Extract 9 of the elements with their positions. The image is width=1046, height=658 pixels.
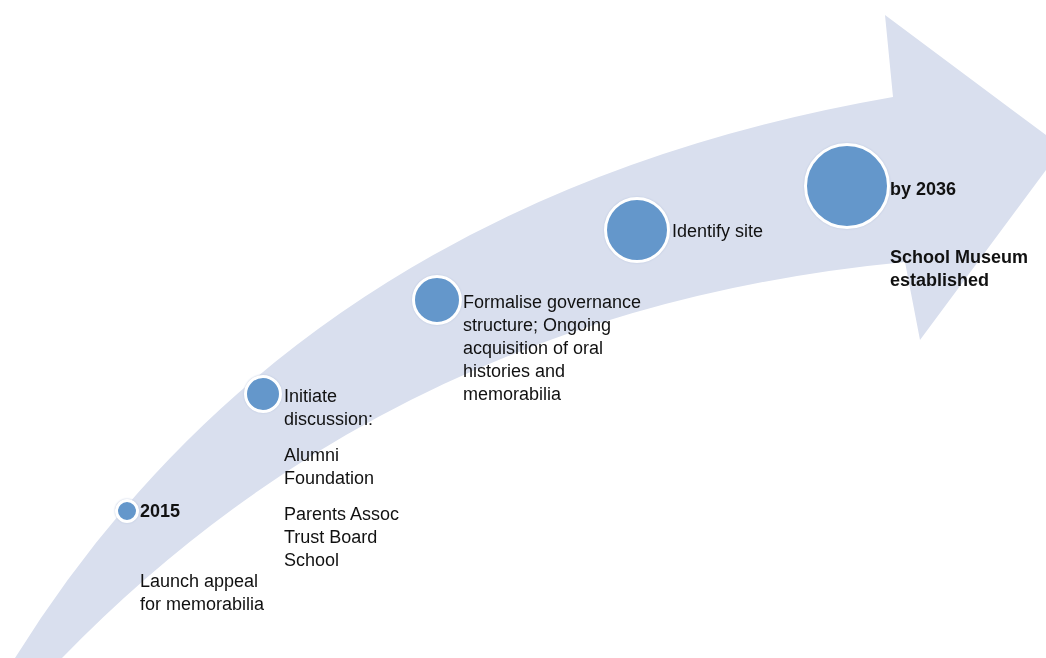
milestone-description: Parents Assoc Trust Board School [284, 503, 401, 572]
milestone-description: Launch appeal for memorabilia [140, 570, 266, 616]
milestone-label: Identify site [672, 220, 765, 243]
milestone-description: School Museum established [890, 246, 1029, 292]
milestone-description: Alumni Foundation [284, 444, 376, 490]
milestone-description: Formalise governance structure; Ongoing acquisition of oral histories and memorabilia [463, 291, 643, 406]
milestone-year: by 2036 [890, 178, 958, 201]
milestone-year: 2015 [140, 500, 182, 523]
milestone-label: Initiate discussion: [284, 385, 375, 431]
